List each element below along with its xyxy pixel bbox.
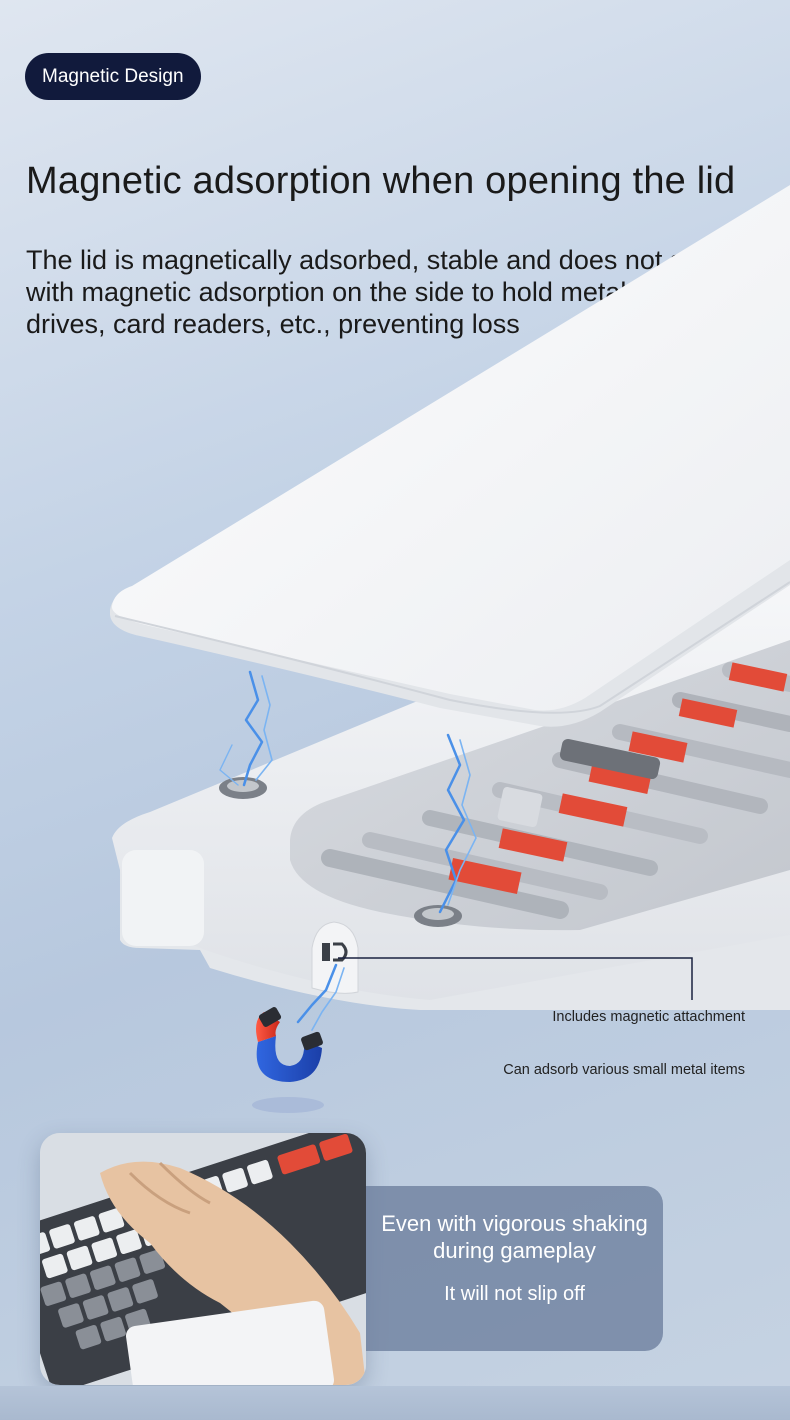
lightning-icon xyxy=(219,670,477,1031)
inset-caption-line2: It will not slip off xyxy=(444,1283,585,1305)
description-text: The lid is magnetically adsorbed, stable… xyxy=(26,245,727,339)
magnet-holes xyxy=(219,777,462,927)
magnetic-design-badge: Magnetic Design xyxy=(25,53,201,100)
magnet-icon xyxy=(252,1007,324,1113)
case-lid xyxy=(110,185,790,727)
inset-caption-card: Even with vigorous shaking during gamepl… xyxy=(366,1186,663,1351)
inset-caption-line1: Even with vigorous shaking during gamepl… xyxy=(381,1211,648,1263)
magnet-slot-icon xyxy=(311,921,359,994)
keyboard-hand-illustration xyxy=(40,1133,366,1385)
tool-tray xyxy=(290,640,790,931)
bottom-band xyxy=(0,1386,790,1420)
page-title: Magnetic adsorption when opening the lid xyxy=(26,160,736,202)
callout-adsorb-items: Can adsorb various small metal items xyxy=(503,1062,745,1078)
inset-keyboard-photo xyxy=(40,1133,366,1385)
badge-label: Magnetic Design xyxy=(42,65,184,87)
callout-magnetic-attachment: Includes magnetic attachment xyxy=(552,1009,745,1025)
callout-leader-line xyxy=(338,957,693,1000)
